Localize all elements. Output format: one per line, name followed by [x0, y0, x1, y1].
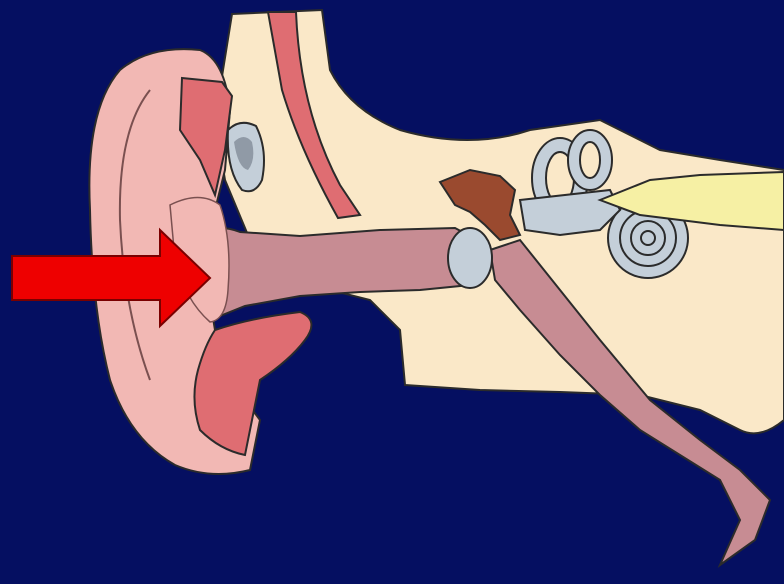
eardrum [448, 228, 492, 288]
